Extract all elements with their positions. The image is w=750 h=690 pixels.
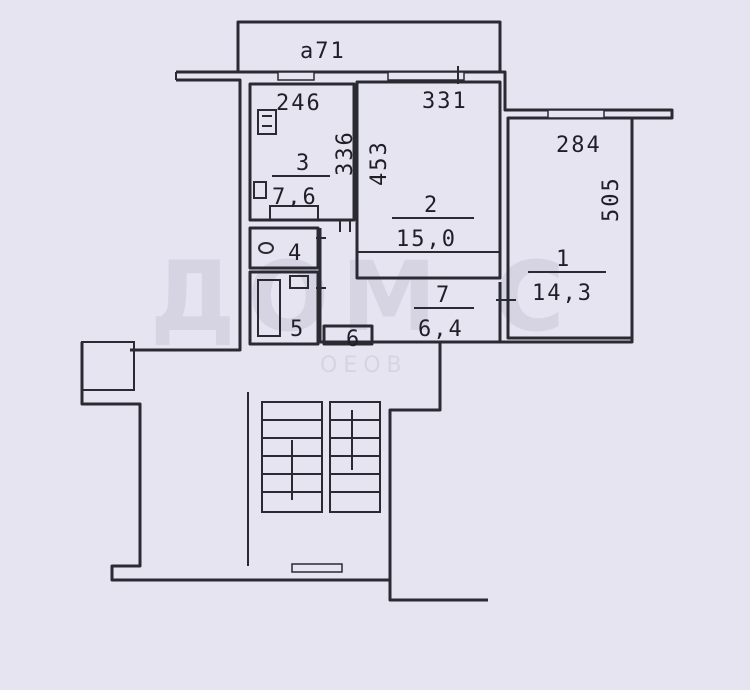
room-4-outline: [248, 226, 320, 270]
room-1-number: 1: [556, 247, 571, 272]
room-1-area: 14,3: [532, 281, 593, 306]
room-3-height-dim: 336: [333, 130, 358, 176]
room-2-width-dim: 331: [422, 89, 468, 114]
room-4-number: 4: [288, 241, 303, 266]
sink-icon: [253, 181, 267, 199]
balcony: [236, 20, 502, 74]
room-7-area: 6,4: [418, 317, 464, 342]
room-1-width-dim: 284: [556, 133, 602, 158]
room-2-area: 15,0: [396, 227, 457, 252]
balcony-label: a71: [300, 39, 346, 64]
room-3-width-dim: 246: [276, 91, 322, 116]
room-6-number: 6: [346, 327, 361, 352]
watermark: ДОМ С: [150, 241, 577, 353]
room-6-outline: [322, 324, 374, 346]
room-3-number: 3: [296, 151, 311, 176]
window: [387, 71, 465, 81]
room-2-number: 2: [424, 193, 439, 218]
window: [547, 109, 605, 119]
stairwell-outline: [80, 342, 488, 602]
room-1-height-dim: 505: [599, 176, 624, 222]
room-5-outline: [248, 270, 320, 346]
window: [277, 71, 315, 81]
room-5-number: 5: [290, 317, 305, 342]
room-2-outline: [355, 80, 502, 280]
room-2-height-dim: 453: [367, 140, 392, 186]
watermark-subtext: ОЕОВ: [320, 353, 408, 378]
room-7-outline: [318, 228, 502, 344]
room-7-number: 7: [436, 283, 451, 308]
apartment-left-wall: [130, 78, 242, 352]
toilet-icon: [258, 242, 274, 254]
window: [291, 563, 343, 573]
room-3-area: 7,6: [272, 185, 318, 210]
bathtub-icon: [257, 279, 281, 337]
washbasin-icon: [289, 275, 309, 289]
stove-icon: [257, 109, 277, 135]
